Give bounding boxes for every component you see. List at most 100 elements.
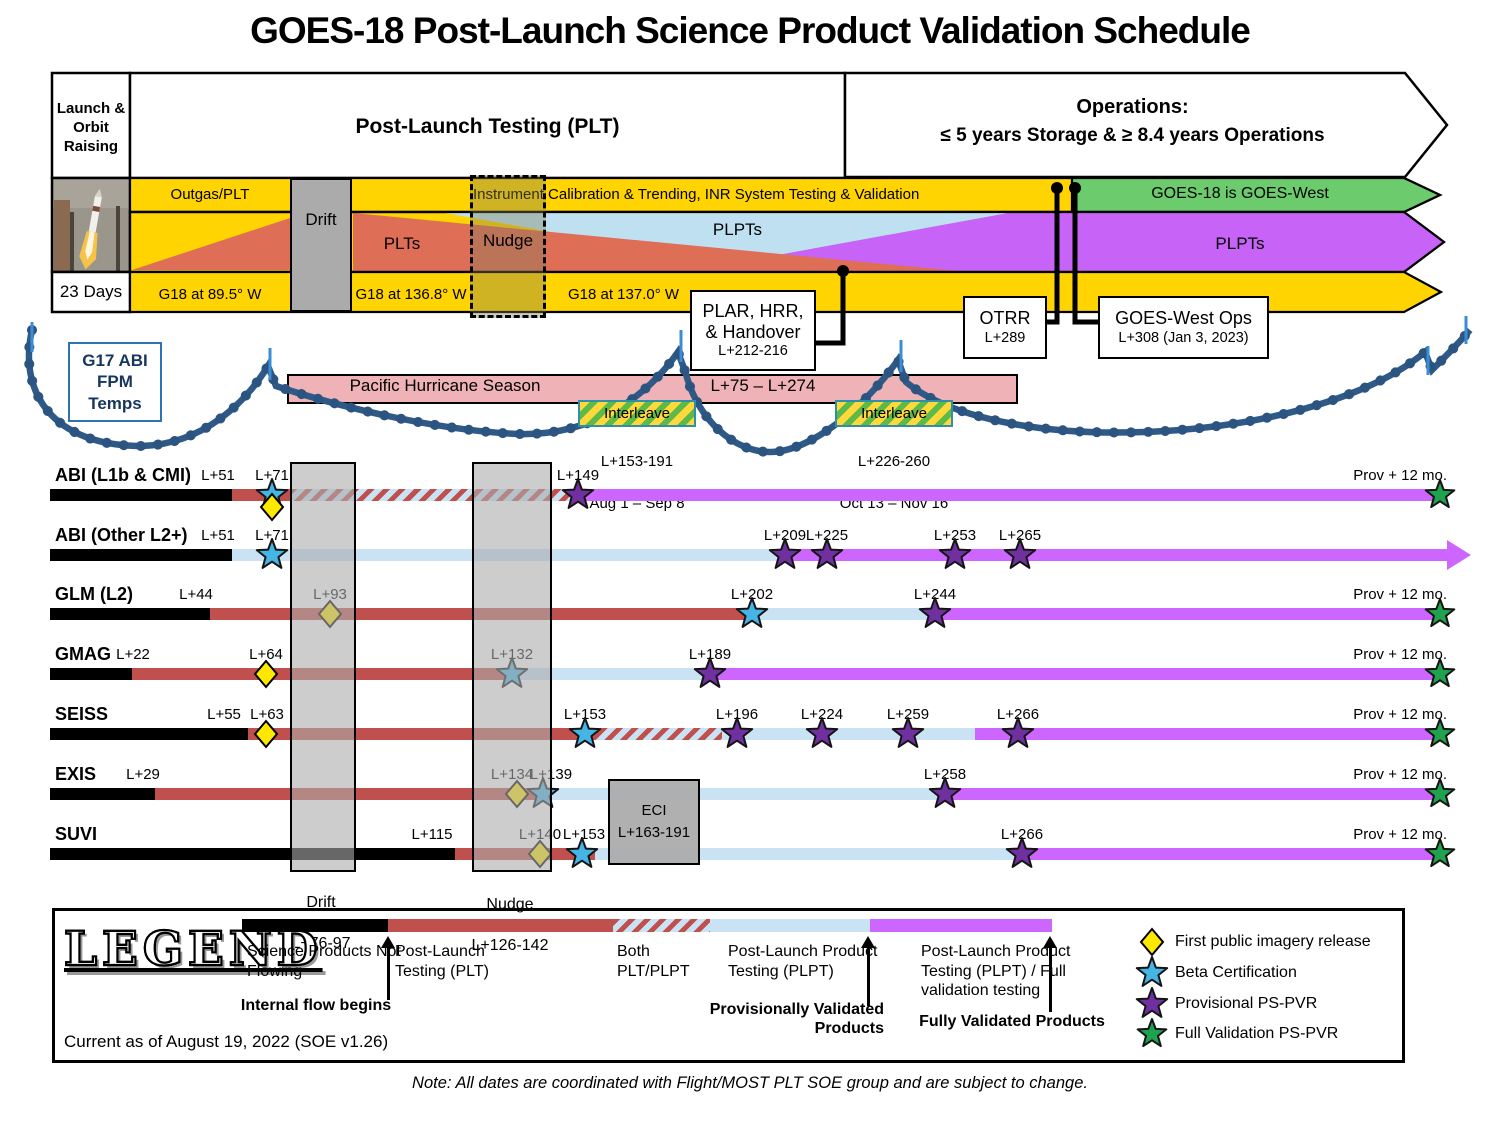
- milestone-date-label: L+51: [201, 527, 235, 544]
- interleave-1-dates: L+153-191 Aug 1 – Sep 8: [589, 453, 685, 512]
- milestone-date-label: L+196: [715, 706, 759, 723]
- legend-arrow-icon: [861, 936, 875, 948]
- plt-wedge-mid: [353, 213, 958, 271]
- row-label-gmag: GMAG: [55, 644, 111, 664]
- milestone-date-label: L+209: [763, 527, 807, 544]
- prov-plus-12-label: Prov + 12 mo.: [1353, 766, 1447, 783]
- page-title: GOES-18 Post-Launch Science Product Vali…: [250, 10, 1251, 51]
- prov-star-icon: [561, 478, 595, 509]
- plpt-wedge-magenta: [690, 213, 1443, 271]
- first-imagery-diamond-icon: [1139, 927, 1165, 957]
- milestone-date-label: L+265: [998, 527, 1042, 544]
- milestone-date-label: L+44: [179, 586, 213, 603]
- milestone-date-label: L+22: [116, 646, 150, 663]
- bar-segment-blue: [722, 728, 975, 740]
- full-star-icon: [1424, 479, 1456, 509]
- launch-stage-box: [50, 71, 132, 180]
- bar-segment-black: [50, 608, 210, 620]
- legend-label: Post-Launch Product Testing (PLPT): [728, 943, 878, 980]
- prov-star-icon: [891, 717, 925, 748]
- full-star-icon: [1424, 778, 1456, 808]
- legend-label: Post-Launch Product Testing (PLPT) / Ful…: [921, 943, 1071, 1000]
- prov-star-icon: [918, 597, 952, 628]
- plar-callout: PLAR, HRR, & Handover L+212-216: [690, 290, 816, 371]
- beta-star-icon: [565, 837, 599, 868]
- full-star-icon: [1424, 838, 1456, 868]
- milestone-date-label: L+51: [201, 467, 235, 484]
- prov-star-icon: [1003, 538, 1037, 569]
- bar-segment-magenta: [935, 608, 1445, 620]
- band-pos2-label: G18 at 136.8° W: [355, 286, 467, 303]
- prov-star-icon: [720, 717, 754, 748]
- legend-marker-label: Provisional PS-PVR: [1175, 995, 1318, 1012]
- bar-segment-magenta: [975, 728, 1445, 740]
- callout-connectors: [812, 182, 1098, 346]
- drift-column-rows: [290, 462, 356, 872]
- beta-star-icon: [255, 538, 289, 569]
- prov-star-icon: [810, 538, 844, 569]
- launch-stage-label: Launch & Orbit Raising: [56, 100, 126, 155]
- milestone-date-label: L+153: [562, 826, 606, 843]
- legend-label: Both PLT/PLPT: [617, 943, 690, 980]
- interleave-2-box: Interleave: [835, 400, 953, 427]
- bar-arrowhead: [1447, 540, 1471, 570]
- milestone-date-label: L+153: [563, 706, 607, 723]
- plt-stage-box: [128, 71, 847, 180]
- row-label-abi-other-l2: ABI (Other L2+): [55, 525, 188, 545]
- legend-bar-blue: [710, 919, 870, 932]
- bar-segment-black: [50, 728, 248, 740]
- g17-abi-fpm-temp-curve: [23, 316, 1475, 458]
- legend-bar-black: [242, 919, 388, 932]
- bar-segment-hatch: [585, 728, 722, 740]
- days-label: 23 Days: [59, 282, 123, 301]
- prov-star-icon: [693, 657, 727, 688]
- full-star-icon: [1424, 658, 1456, 688]
- milestone-date-label: L+63: [250, 706, 284, 723]
- legend-bold-label: Internal flow begins: [240, 997, 392, 1014]
- milestone-date-label: L+71: [255, 467, 289, 484]
- legend-bar-red: [388, 919, 613, 932]
- g17-abi-fpm-temps-box: G17 ABI FPM Temps: [68, 342, 162, 422]
- band-goeswest-label: GOES-18 is GOES-West: [1151, 185, 1329, 202]
- first-imagery-diamond-icon: [253, 659, 279, 689]
- legend-box: [52, 908, 1405, 1063]
- prov-star-icon: [1001, 717, 1035, 748]
- legend-arrow-stem: [1048, 946, 1052, 1012]
- prov-star-icon: [1135, 987, 1169, 1018]
- row-label-seiss: SEISS: [55, 704, 109, 724]
- operations-stage-label: Operations: ≤ 5 years Storage & ≥ 8.4 ye…: [940, 96, 1325, 146]
- legend-marker-label: Full Validation PS-PVR: [1175, 1025, 1339, 1042]
- prov-plus-12-label: Prov + 12 mo.: [1353, 467, 1447, 484]
- bar-segment-magenta: [785, 549, 1448, 561]
- legend-arrow-stem: [866, 946, 870, 1006]
- beta-star-icon: [735, 597, 769, 628]
- legend-label: Post-Launch Testing (PLT): [395, 943, 489, 980]
- milestone-date-label: L+29: [126, 766, 160, 783]
- row-label-glm-l2: GLM (L2): [55, 584, 133, 604]
- days-box: [50, 270, 132, 314]
- band-pos1-label: G18 at 89.5° W: [158, 286, 262, 303]
- otrr-callout: OTRR L+289: [963, 296, 1047, 359]
- legend-marker-label: First public imagery release: [1175, 933, 1371, 950]
- goes-west-ops-callout: GOES-West Ops L+308 (Jan 3, 2023): [1098, 296, 1269, 359]
- milestone-date-label: L+224: [800, 706, 844, 723]
- full-star-icon: [1424, 598, 1456, 628]
- first-imagery-diamond-icon: [259, 492, 285, 522]
- bar-segment-magenta: [1022, 848, 1445, 860]
- goes-west-band: [1070, 176, 1443, 214]
- middle-band-outline: [128, 210, 1446, 274]
- hurricane-label: Pacific Hurricane Season: [349, 376, 541, 395]
- prov-plus-12-label: Prov + 12 mo.: [1353, 646, 1447, 663]
- legend-bold-label: Provisionally Validated Products: [709, 1001, 884, 1038]
- band-pos3-label: G18 at 137.0° W: [567, 286, 680, 303]
- prov-plus-12-label: Prov + 12 mo.: [1353, 706, 1447, 723]
- milestone-date-label: L+55: [207, 706, 241, 723]
- legend-arrow-icon: [1043, 936, 1057, 948]
- full-star-icon: [1136, 1018, 1168, 1048]
- bar-segment-black: [50, 668, 132, 680]
- bar-segment-blue: [545, 788, 945, 800]
- bar-segment-magenta: [710, 668, 1445, 680]
- bar-segment-black: [50, 549, 232, 561]
- milestone-date-label: L+266: [1000, 826, 1044, 843]
